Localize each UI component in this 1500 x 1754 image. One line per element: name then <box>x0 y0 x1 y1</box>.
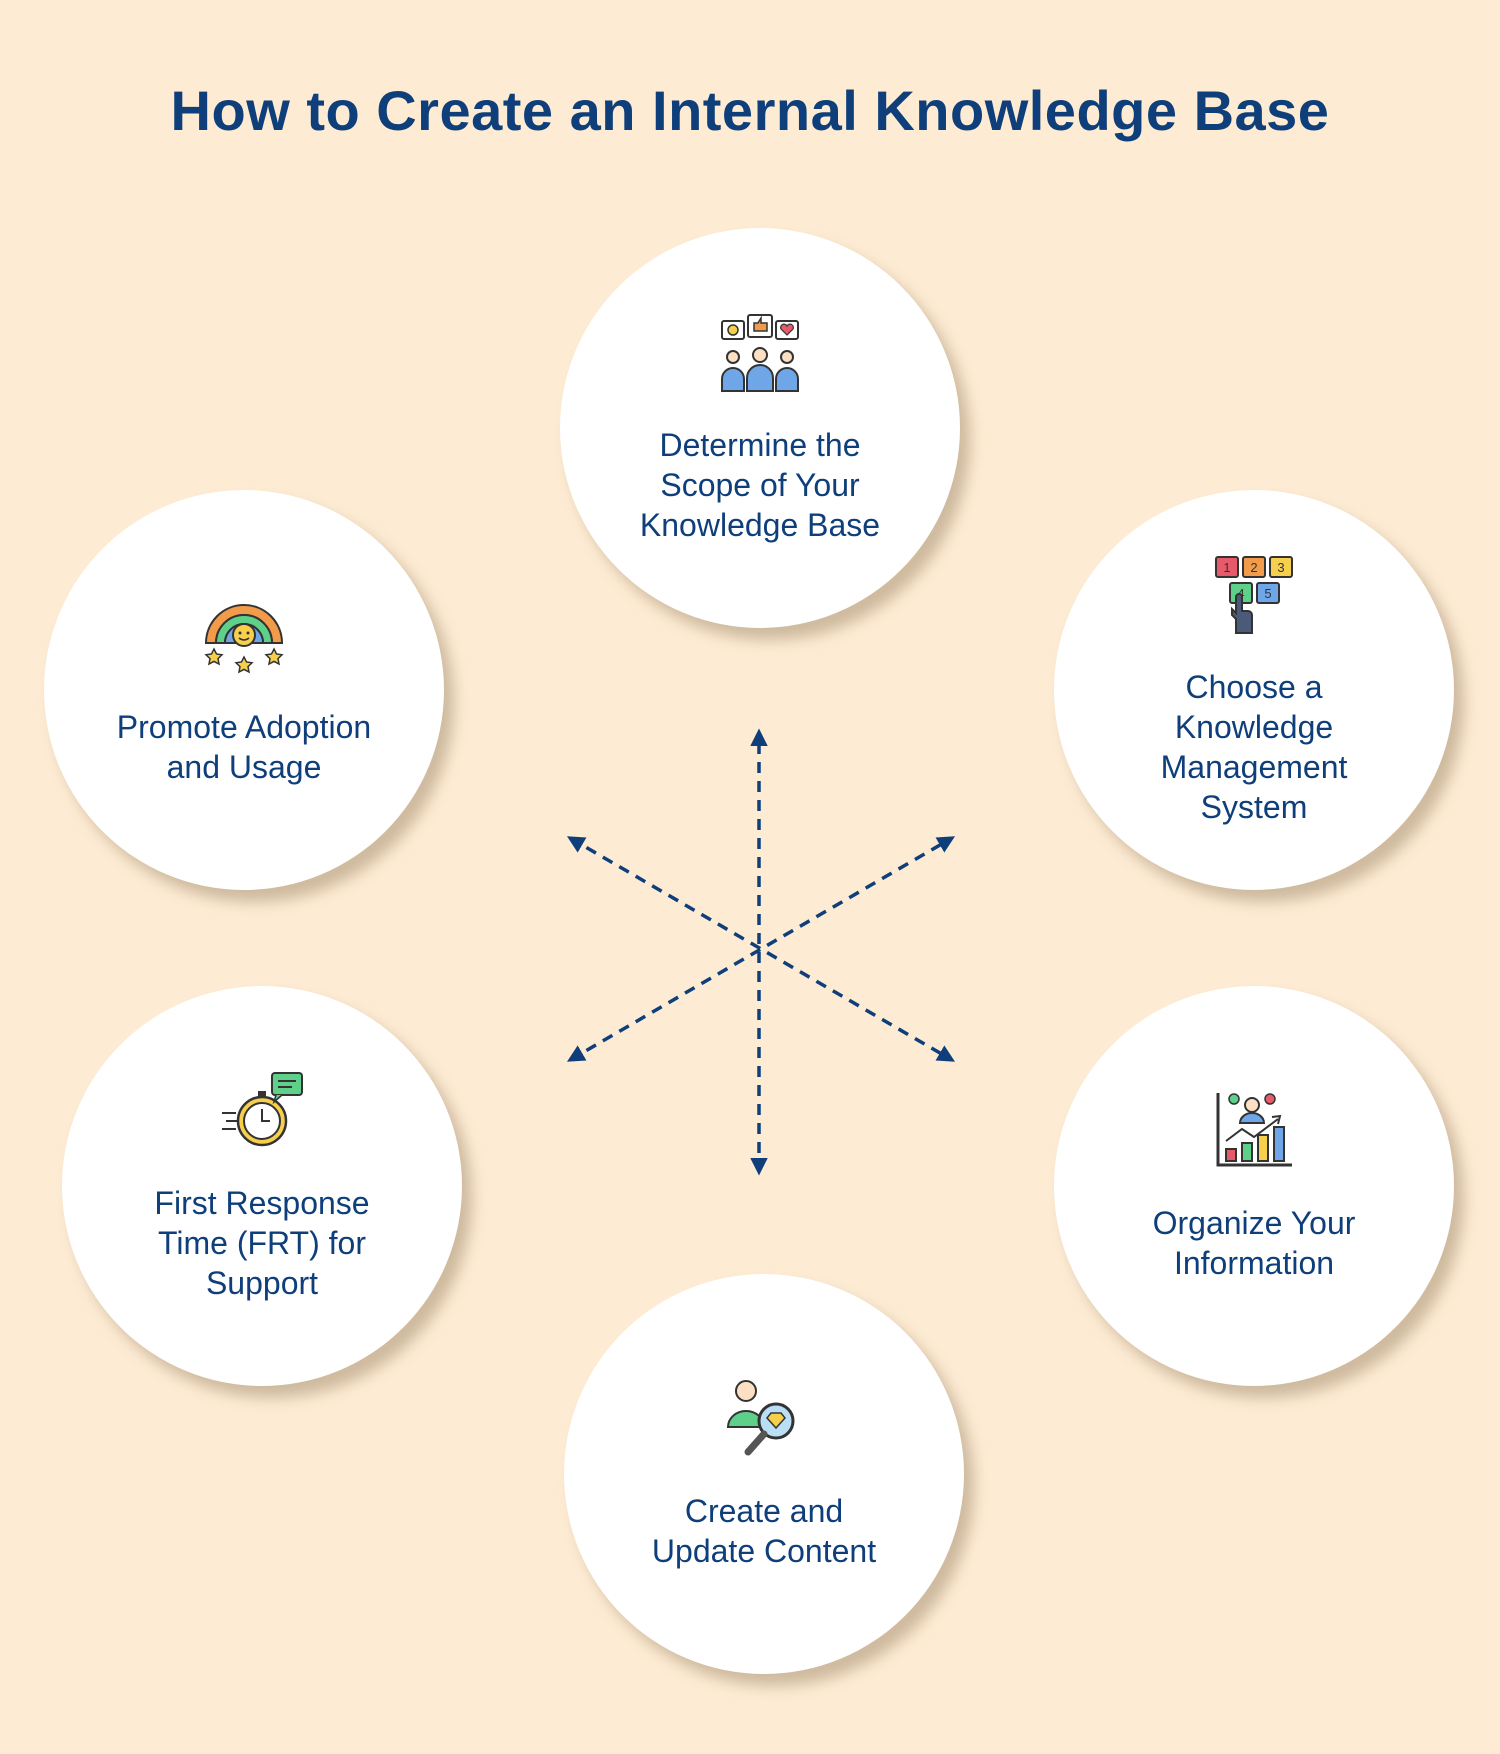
page-title: How to Create an Internal Knowledge Base <box>170 79 1330 142</box>
step-content: Create and Update Content <box>564 1274 964 1674</box>
step-label: Organize Your Information <box>1152 1205 1356 1281</box>
arrow-diagonal-up-left <box>566 836 956 1062</box>
step-label: Choose a Knowledge Management System <box>1160 669 1348 825</box>
step-adoption: Promote Adoption and Usage <box>44 490 444 890</box>
svg-text:5: 5 <box>1264 586 1271 601</box>
step-scope: Determine the Scope of Your Knowledge Ba… <box>560 228 960 628</box>
step-label: First Response Time (FRT) for Support <box>154 1185 370 1301</box>
stopwatch-chat-icon <box>222 1072 303 1147</box>
step-label: Determine the Scope of Your Knowledge Ba… <box>639 427 881 543</box>
step-label: Promote Adoption and Usage <box>116 709 372 785</box>
step-organize: Organize Your Information <box>1054 986 1454 1386</box>
growth-chart-user-icon <box>1216 1093 1292 1167</box>
step-system: 1 2 3 4 5 Choose a Knowledge Management … <box>1054 490 1454 890</box>
svg-text:1: 1 <box>1223 560 1230 575</box>
step-frt: First Response Time (FRT) for Support <box>62 986 462 1386</box>
people-feedback-icon <box>721 314 799 392</box>
svg-text:2: 2 <box>1250 560 1257 575</box>
svg-text:3: 3 <box>1277 560 1284 575</box>
user-magnifier-diamond-icon <box>726 1380 795 1456</box>
rainbow-smiley-stars-icon <box>204 604 284 674</box>
step-label: Create and Update Content <box>651 1493 877 1569</box>
numbered-blocks-pointer-icon: 1 2 3 4 5 <box>1215 556 1293 634</box>
